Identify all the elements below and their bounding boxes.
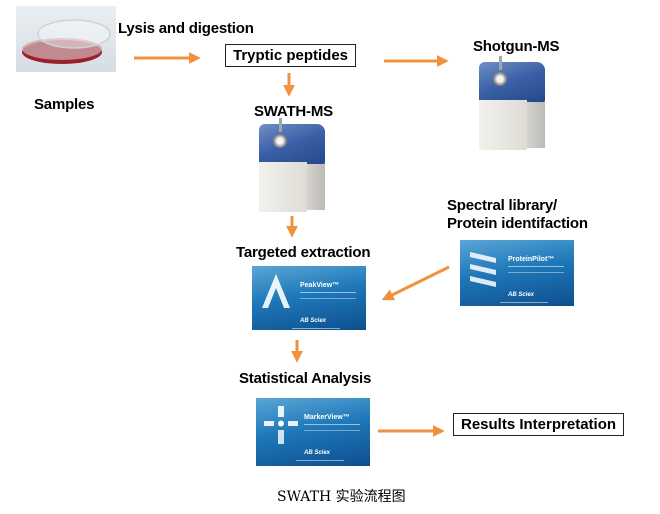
proteinpilot-brand: AB Sciex — [508, 292, 535, 298]
markerview-brand: AB Sciex — [304, 450, 331, 456]
peakview-splash: PeakView™ AB Sciex — [252, 266, 366, 330]
targeted-extraction-label: Targeted extraction — [236, 244, 371, 261]
peakview-name: PeakView™ — [300, 282, 340, 289]
petri-dish-image — [16, 6, 116, 72]
spectral-library-label-line1: Spectral library/ — [447, 197, 557, 214]
proteinpilot-name: ProteinPilot™ — [508, 256, 555, 263]
results-interpretation-box: Results Interpretation — [453, 413, 625, 436]
lysis-label: Lysis and digestion — [118, 20, 254, 37]
swath-ms-instrument-icon — [255, 118, 329, 214]
proteinpilot-splash: ProteinPilot™ AB Sciex — [460, 240, 574, 306]
samples-label: Samples — [34, 96, 95, 113]
arrow-proteinpilot-to-peakview — [381, 265, 450, 301]
petri-dish-icon — [22, 19, 111, 64]
proteinpilot-logo-icon — [470, 252, 496, 287]
peakview-logo-icon — [262, 274, 290, 308]
tryptic-peptides-box: Tryptic peptides — [225, 44, 357, 67]
spectral-library-label-line2: Protein identifaction — [447, 215, 588, 232]
swath-ms-label: SWATH-MS — [254, 103, 333, 120]
shotgun-ms-instrument-icon — [475, 56, 549, 152]
figure-caption: SWATH 实验流程图 — [277, 489, 406, 505]
peakview-brand: AB Sciex — [300, 318, 327, 324]
markerview-splash: MarkerView™ AB Sciex — [256, 398, 370, 466]
markerview-logo-icon — [264, 406, 298, 444]
markerview-name: MarkerView™ — [304, 414, 350, 421]
statistical-analysis-label: Statistical Analysis — [239, 370, 372, 387]
shotgun-ms-label: Shotgun-MS — [473, 38, 560, 55]
